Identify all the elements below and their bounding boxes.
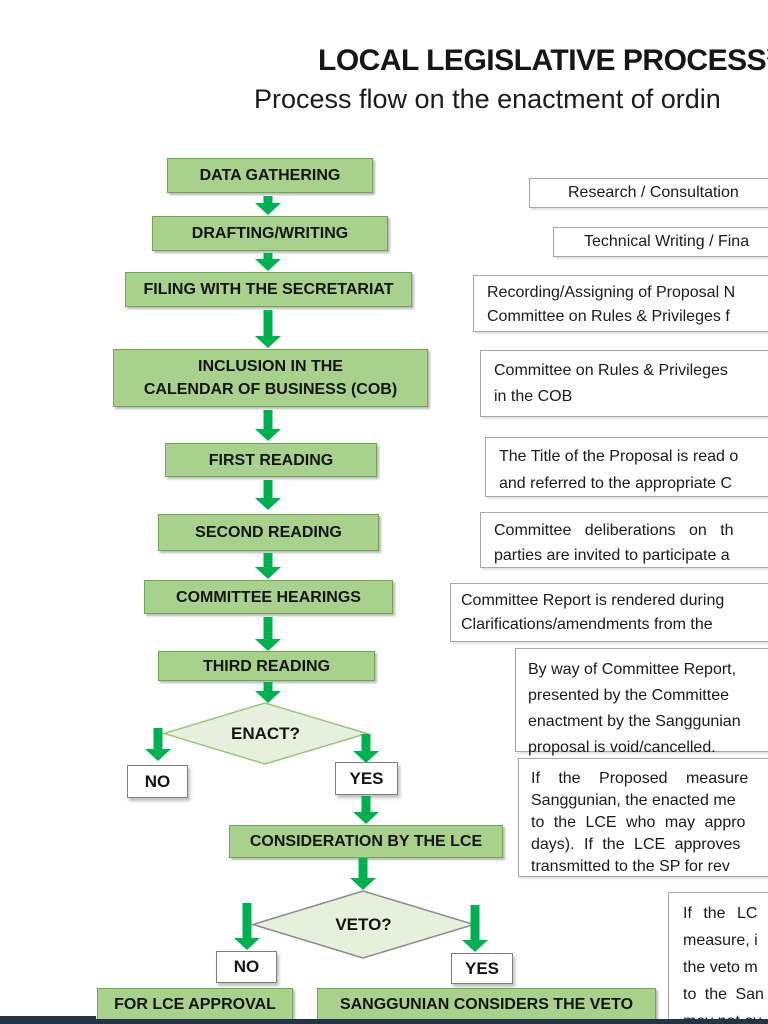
annotation-line: The Title of the Proposal is read o bbox=[499, 448, 739, 465]
arrow-consideration-to-veto-icon bbox=[350, 858, 376, 890]
arrow-down-icon bbox=[255, 253, 281, 271]
arrow-down-icon bbox=[255, 310, 281, 348]
step-second-reading: SECOND READING bbox=[158, 514, 379, 551]
annotation-line: If the LC bbox=[683, 905, 758, 922]
annotation-line: to the San bbox=[683, 986, 764, 1003]
annotation-line: parties are invited to participate a bbox=[494, 547, 730, 564]
annotation-first-reading: The Title of the Proposal is read o and … bbox=[485, 437, 768, 497]
annotation-line: proposal is void/cancelled. bbox=[528, 739, 716, 756]
arrow-down-icon bbox=[255, 553, 281, 579]
annotation-committee-hearings: Committee Report is rendered during Clar… bbox=[450, 583, 768, 642]
step-committee-hearings: COMMITTEE HEARINGS bbox=[144, 580, 393, 614]
annotation-line: Committee on Rules & Privileges f bbox=[487, 308, 730, 325]
annotation-line: measure, i bbox=[683, 932, 758, 949]
page-subtitle: Process flow on the enactment of ordin bbox=[254, 84, 721, 114]
arrow-down-icon bbox=[255, 410, 281, 441]
step-third-reading: THIRD READING bbox=[158, 651, 375, 681]
step-consideration-lce: CONSIDERATION BY THE LCE bbox=[229, 825, 503, 858]
annotation-line: Sanggunian, the enacted me bbox=[531, 792, 736, 809]
annotation-drafting: Technical Writing / Fina bbox=[553, 227, 768, 257]
arrow-veto-no-icon bbox=[234, 903, 260, 950]
arrow-veto-yes-icon bbox=[462, 905, 488, 952]
enact-yes-box: YES bbox=[335, 762, 398, 795]
annotation-line: enactment by the Sanggunian bbox=[528, 713, 741, 730]
annotation-line: and referred to the appropriate C bbox=[499, 475, 733, 492]
step-inclusion-cob-line1: INCLUSION IN THE bbox=[198, 358, 343, 375]
decision-enact: ENACT? bbox=[161, 702, 370, 765]
title-footnote-marker: 1 bbox=[766, 44, 768, 63]
annotation-third-reading: By way of Committee Report, presented by… bbox=[515, 648, 768, 756]
annotation-line: Recording/Assigning of Proposal N bbox=[487, 284, 736, 301]
annotation-consideration-lce: If the Proposed measure Sanggunian, the … bbox=[518, 758, 768, 877]
step-inclusion-cob-line2: CALENDAR OF BUSINESS (COB) bbox=[143, 381, 398, 398]
veto-diamond-shape bbox=[250, 890, 477, 959]
annotation-line: presented by the Committee bbox=[528, 687, 729, 704]
decision-veto-label: VETO? bbox=[335, 914, 392, 934]
annotation-line: in the COB bbox=[494, 388, 573, 405]
annotation-line: By way of Committee Report, bbox=[528, 661, 737, 678]
enact-diamond-shape bbox=[161, 702, 370, 765]
arrow-enact-no-icon bbox=[145, 728, 171, 761]
step-data-gathering: DATA GATHERING bbox=[167, 158, 373, 193]
step-first-reading: FIRST READING bbox=[165, 443, 377, 477]
enact-no-box: NO bbox=[127, 765, 188, 798]
annotation-line: Committee deliberations on th bbox=[494, 522, 734, 539]
arrow-down-icon bbox=[255, 682, 281, 703]
annotation-line: If the Proposed measure bbox=[531, 770, 749, 787]
annotation-line: Research / Consultation bbox=[568, 184, 739, 201]
decision-veto: VETO? bbox=[250, 890, 477, 959]
arrow-down-icon bbox=[255, 617, 281, 651]
outcome-for-lce-approval: FOR LCE APPROVAL bbox=[97, 988, 293, 1021]
step-inclusion-cob: INCLUSION IN THE CALENDAR OF BUSINESS (C… bbox=[113, 349, 428, 407]
veto-no-box: NO bbox=[216, 951, 277, 983]
outcome-sanggunian-considers-veto: SANGGUNIAN CONSIDERS THE VETO bbox=[317, 988, 656, 1021]
annotation-data-gathering: Research / Consultation bbox=[529, 178, 768, 208]
arrow-enact-yes-icon bbox=[353, 734, 379, 763]
decision-enact-label: ENACT? bbox=[231, 723, 300, 743]
annotation-second-reading: Committee deliberations on th parties ar… bbox=[480, 512, 768, 568]
step-filing-secretariat: FILING WITH THE SECRETARIAT bbox=[125, 272, 412, 307]
annotation-line: Technical Writing / Fina bbox=[584, 233, 750, 250]
annotation-line: days). If the LCE approves bbox=[531, 836, 741, 853]
annotation-line: the veto m bbox=[683, 959, 758, 976]
veto-yes-box: YES bbox=[451, 953, 513, 984]
page-title-text: LOCAL LEGISLATIVE PROCESS bbox=[318, 44, 767, 77]
page-title: LOCAL LEGISLATIVE PROCESS1 bbox=[318, 44, 768, 78]
annotation-line: Committee on Rules & Privileges bbox=[494, 362, 728, 379]
step-drafting-writing: DRAFTING/WRITING bbox=[152, 216, 388, 251]
arrow-down-icon bbox=[255, 196, 281, 215]
annotation-line: to the LCE who may appro bbox=[531, 814, 746, 831]
annotation-veto: If the LC measure, i the veto m to the S… bbox=[668, 892, 768, 1024]
arrow-down-icon bbox=[255, 480, 281, 510]
annotation-inclusion-cob: Committee on Rules & Privileges in the C… bbox=[480, 350, 768, 417]
annotation-line: Clarifications/amendments from the bbox=[461, 616, 713, 633]
annotation-line: may not ov bbox=[683, 1008, 768, 1024]
annotation-line: transmitted to the SP for rev bbox=[531, 858, 730, 875]
viewer-edge-bar bbox=[0, 1019, 768, 1024]
arrow-yes-to-consideration-icon bbox=[353, 796, 379, 824]
annotation-line: Committee Report is rendered during bbox=[461, 592, 725, 609]
annotation-filing: Recording/Assigning of Proposal N Commit… bbox=[473, 275, 768, 332]
